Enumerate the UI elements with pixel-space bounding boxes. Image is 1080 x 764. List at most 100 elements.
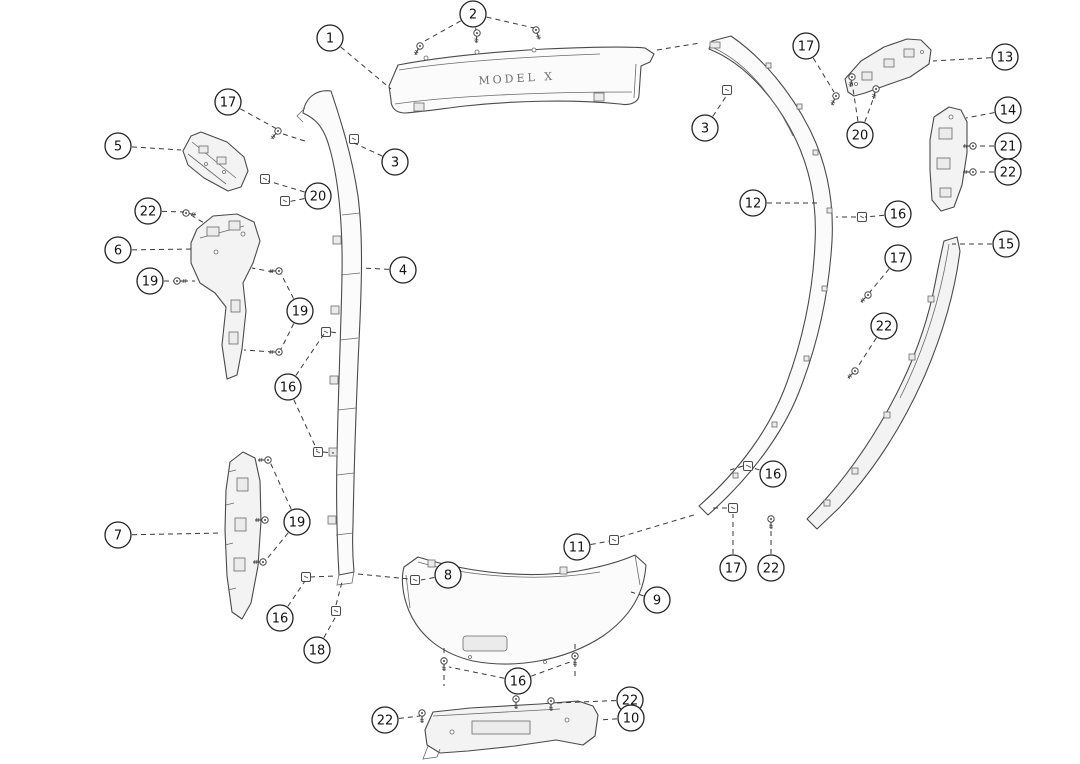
callout-leader-lines bbox=[131, 16, 995, 721]
callout-number: 22 bbox=[377, 714, 394, 729]
callout-leader-line bbox=[293, 399, 318, 451]
callout-leader-line bbox=[360, 267, 390, 270]
callout-10[interactable]: 10 bbox=[617, 704, 645, 732]
model-x-badge-text: MODEL X bbox=[478, 70, 555, 88]
callout-17[interactable]: 17 bbox=[792, 32, 820, 60]
callout-number: 9 bbox=[653, 594, 661, 609]
callout-number: 1 bbox=[326, 32, 334, 47]
callout-leader-line bbox=[420, 577, 435, 581]
callout-17[interactable]: 17 bbox=[214, 88, 242, 116]
callout-number: 17 bbox=[798, 40, 815, 55]
part-left-middle-bracket bbox=[190, 213, 261, 380]
callout-number: 16 bbox=[510, 675, 527, 690]
assembly-dash-line bbox=[190, 214, 205, 224]
clip-icon bbox=[857, 212, 867, 222]
part-lower-left-bracket bbox=[224, 451, 262, 620]
callout-4[interactable]: 4 bbox=[389, 256, 417, 284]
callout-20[interactable]: 20 bbox=[846, 121, 874, 149]
assembly-dash-line bbox=[322, 451, 335, 454]
callout-22[interactable]: 22 bbox=[371, 706, 399, 734]
callout-16[interactable]: 16 bbox=[274, 373, 302, 401]
callout-number: 4 bbox=[399, 264, 407, 279]
screw-icon bbox=[269, 348, 283, 356]
clip-icon bbox=[331, 606, 341, 616]
callout-2[interactable]: 2 bbox=[459, 0, 487, 28]
callout-17[interactable]: 17 bbox=[719, 554, 747, 582]
callout-number: 14 bbox=[1000, 104, 1017, 119]
assembly-dash-line bbox=[309, 575, 337, 578]
callout-number: 16 bbox=[280, 381, 297, 396]
callout-9[interactable]: 9 bbox=[643, 586, 671, 614]
screw-icon bbox=[255, 516, 269, 524]
clip-icon bbox=[728, 503, 738, 513]
callout-number: 6 bbox=[114, 244, 122, 259]
part-right-side-bracket bbox=[929, 106, 968, 212]
callout-19[interactable]: 19 bbox=[283, 508, 311, 536]
callout-17[interactable]: 17 bbox=[884, 244, 912, 272]
callout-15[interactable]: 15 bbox=[992, 230, 1020, 258]
callout-6[interactable]: 6 bbox=[104, 236, 132, 264]
assembly-dash-line bbox=[656, 42, 701, 51]
callout-22[interactable]: 22 bbox=[134, 197, 162, 225]
callout-number: 13 bbox=[997, 51, 1014, 66]
assembly-dash-line bbox=[243, 349, 274, 353]
callout-number: 17 bbox=[725, 562, 742, 577]
callout-22[interactable]: 22 bbox=[994, 158, 1022, 186]
callout-leader-line bbox=[749, 466, 760, 471]
callout-16[interactable]: 16 bbox=[759, 460, 787, 488]
screw-icon bbox=[532, 26, 541, 40]
callout-leader-line bbox=[323, 615, 337, 639]
screw-icon bbox=[847, 367, 859, 379]
part-upper-right-bracket bbox=[844, 38, 932, 97]
callout-leader-line bbox=[269, 461, 292, 510]
callout-22[interactable]: 22 bbox=[757, 554, 785, 582]
callout-8[interactable]: 8 bbox=[434, 561, 462, 589]
callout-18[interactable]: 18 bbox=[303, 636, 331, 664]
callout-19[interactable]: 19 bbox=[136, 267, 164, 295]
screw-icon bbox=[413, 42, 424, 56]
callout-14[interactable]: 14 bbox=[994, 96, 1022, 124]
callout-leader-line bbox=[812, 57, 835, 93]
clip-icon bbox=[609, 535, 619, 545]
callout-number: 11 bbox=[569, 541, 586, 556]
callout-20[interactable]: 20 bbox=[304, 182, 332, 210]
callout-leader-line bbox=[131, 532, 223, 536]
callout-13[interactable]: 13 bbox=[991, 43, 1019, 71]
callout-22[interactable]: 22 bbox=[870, 312, 898, 340]
callout-21[interactable]: 21 bbox=[994, 132, 1022, 160]
callout-leader-line bbox=[131, 248, 194, 251]
callout-leader-line bbox=[530, 661, 571, 677]
screw-icon bbox=[830, 92, 840, 106]
screw-icon bbox=[473, 29, 481, 44]
parts-artwork: MODEL X bbox=[182, 35, 968, 760]
clip-icon bbox=[301, 572, 311, 582]
callout-3[interactable]: 3 bbox=[381, 148, 409, 176]
callout-1[interactable]: 1 bbox=[316, 24, 344, 52]
callout-leader-line bbox=[131, 146, 182, 151]
callout-number: 3 bbox=[701, 122, 709, 137]
callout-16[interactable]: 16 bbox=[266, 604, 294, 632]
callout-3[interactable]: 3 bbox=[691, 114, 719, 142]
screw-icon bbox=[253, 558, 267, 566]
callout-12[interactable]: 12 bbox=[739, 189, 767, 217]
callout-number: 10 bbox=[623, 712, 640, 727]
clip-icon bbox=[349, 134, 359, 144]
callout-5[interactable]: 5 bbox=[104, 132, 132, 160]
part-left-side-trim bbox=[296, 90, 363, 586]
callout-leader-line bbox=[295, 333, 325, 376]
clip-icon bbox=[722, 85, 732, 95]
callout-16[interactable]: 16 bbox=[504, 667, 532, 695]
callout-leader-line bbox=[864, 214, 885, 218]
clip-icon bbox=[313, 447, 323, 457]
callout-16[interactable]: 16 bbox=[884, 200, 912, 228]
screw-icon bbox=[258, 456, 272, 464]
callout-19[interactable]: 19 bbox=[286, 297, 314, 325]
assembly-dash-lines bbox=[183, 42, 856, 686]
part-lower-bracket-rail bbox=[422, 700, 599, 760]
callout-number: 5 bbox=[114, 140, 122, 155]
screw-icon bbox=[269, 267, 283, 275]
callout-11[interactable]: 11 bbox=[563, 533, 591, 561]
callout-leader-line bbox=[851, 81, 859, 122]
callout-7[interactable]: 7 bbox=[104, 521, 132, 549]
callout-number: 22 bbox=[1000, 166, 1017, 181]
